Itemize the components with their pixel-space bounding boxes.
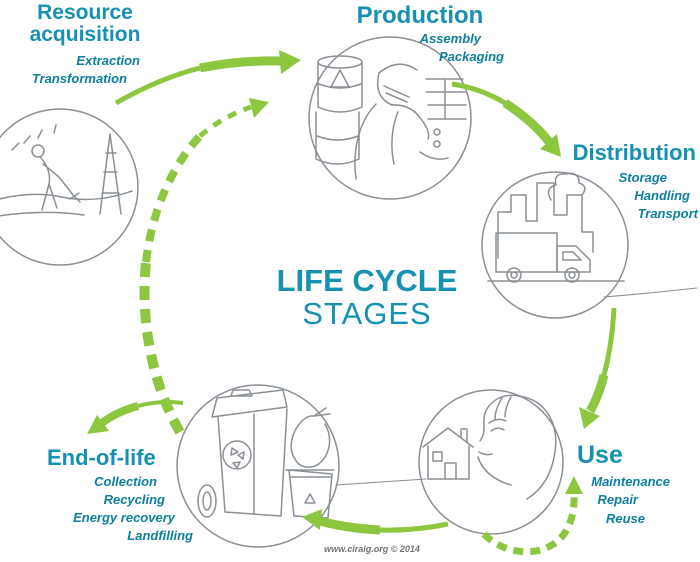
substep-handling: Handling	[634, 188, 690, 203]
arrow-resource-to-production	[114, 50, 301, 106]
diagram-title-line2: STAGES	[302, 296, 432, 331]
substep-maintenance: Maintenance	[591, 474, 670, 489]
dashed-arrow-end-of-life-to-production	[139, 98, 269, 435]
factory-worker-icon	[315, 55, 467, 180]
truck-city-icon	[487, 172, 698, 298]
arrow-production-to-distribution	[451, 81, 561, 157]
end-of-life-circle	[176, 384, 340, 548]
substep-transport: Transport	[637, 206, 698, 221]
stage-circles	[0, 36, 629, 548]
diagram-title: LIFE CYCLE STAGES	[242, 264, 492, 330]
stage-label-use: Use	[577, 441, 623, 469]
substep-collection: Collection	[94, 474, 157, 489]
substep-packaging: Packaging	[438, 49, 504, 64]
stage-label-end-of-life: End-of-life	[47, 445, 156, 470]
stage-label-production: Production	[356, 2, 484, 29]
substep-landfilling: Landfilling	[127, 528, 193, 543]
substep-storage: Storage	[618, 170, 667, 185]
stage-label-resource-acquisition: Resource acquisition	[29, 1, 141, 46]
use-circle	[418, 389, 564, 535]
waste-bins-icon	[197, 389, 427, 519]
diagram-title-line1: LIFE CYCLE	[276, 263, 458, 298]
production-circle	[308, 36, 472, 200]
dashed-arrow-use-reuse-loop	[481, 476, 583, 556]
mining-scene-icon	[0, 124, 133, 217]
substep-transformation: Transformation	[31, 71, 127, 86]
arrow-use-to-end-of-life	[302, 509, 449, 535]
resource-circle	[0, 108, 139, 266]
substep-recycling: Recycling	[103, 492, 165, 507]
distribution-circle	[481, 171, 629, 319]
substep-repair: Repair	[597, 492, 638, 507]
substep-reuse: Reuse	[605, 511, 645, 526]
substep-assembly: Assembly	[419, 31, 481, 46]
substep-extraction: Extraction	[76, 53, 140, 68]
stage-label-distribution: Distribution	[572, 140, 696, 165]
copyright-credit: www.ciraig.org © 2014	[324, 544, 420, 554]
arrow-distribution-to-use	[579, 307, 617, 429]
face-and-house-icon	[422, 394, 557, 500]
substep-energy-recovery: Energy recovery	[73, 510, 175, 525]
